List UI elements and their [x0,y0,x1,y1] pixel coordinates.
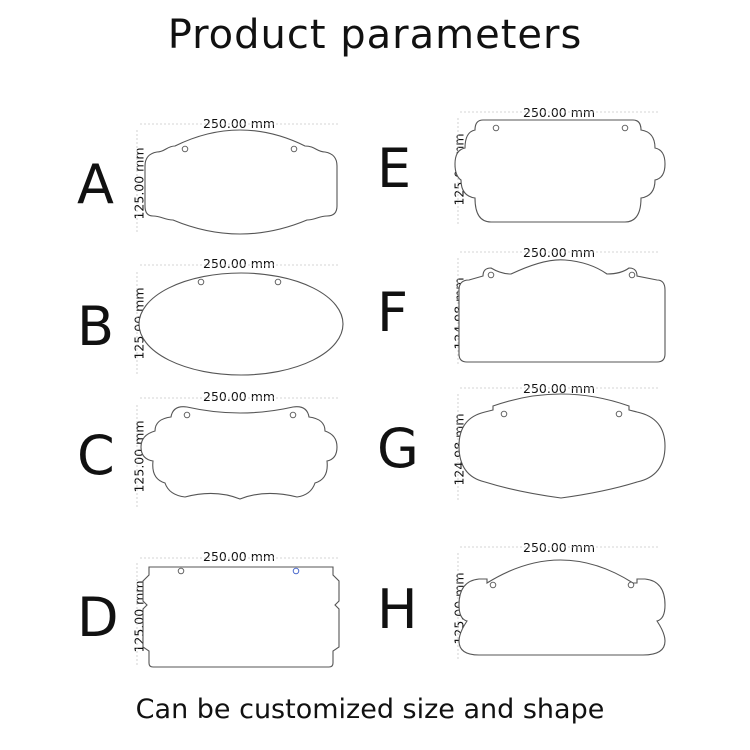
shape-letter: B [77,295,115,358]
shape-a: A 250.00 mm 125.00 mm [75,110,425,260]
shape-d: D 250.00 mm 125.00 mm [75,543,425,693]
shape-g-outline [457,387,666,500]
shape-letter: D [77,586,119,649]
shape-letter: A [77,153,114,216]
width-label: 250.00 mm [523,381,596,396]
width-label: 250.00 mm [523,105,596,120]
width-label: 250.00 mm [203,256,276,271]
shape-letter: E [377,137,412,200]
shape-f-outline [457,251,666,364]
shape-g: G 250.00 mm 124.98 mm [375,376,725,526]
footer-caption: Can be customized size and shape [135,694,605,725]
width-label: 250.00 mm [523,540,596,555]
width-label: 250.00 mm [523,245,596,260]
shape-d-outline [136,557,340,668]
shape-letter: G [377,417,419,480]
shape-letter: C [77,424,115,487]
shape-f: F 250.00 mm 124.98 mm [375,240,725,390]
shape-b: B 250.00 mm 125.00 mm [75,250,425,400]
shape-e: E 250.00 mm 125.00 mm [375,100,725,250]
shape-a-outline [136,123,340,235]
width-label: 250.00 mm [203,116,276,131]
shape-h: H 250.00 mm 125.00 mm [375,535,725,685]
shape-letter: H [377,578,418,641]
page-title: Product parameters [167,12,583,58]
shape-h-outline [457,546,666,659]
shape-e-outline [454,111,666,224]
shape-letter: F [377,281,409,344]
shape-c: C 250.00 mm 125.00 mm [75,383,425,533]
width-label: 250.00 mm [203,389,276,404]
shape-b-outline [136,264,344,376]
width-label: 250.00 mm [203,549,276,564]
shape-c-outline [136,397,340,507]
